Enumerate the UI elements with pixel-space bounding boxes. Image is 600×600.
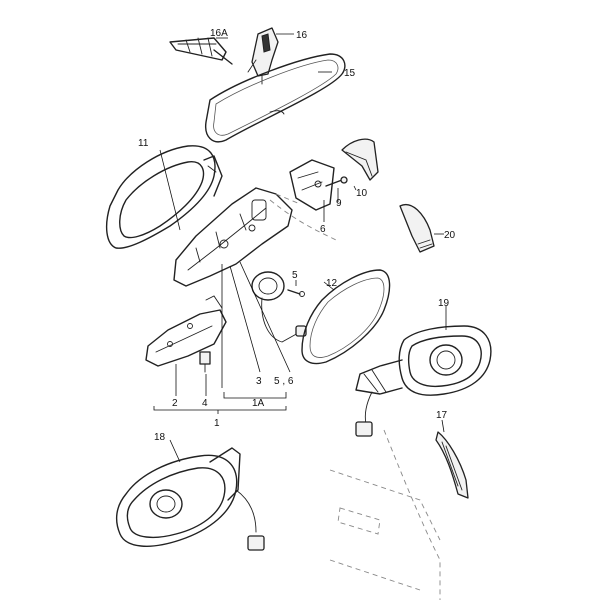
callout-1a: 1A (252, 398, 265, 409)
callout-9: 9 (336, 198, 342, 209)
callout-12: 12 (326, 278, 338, 289)
callout-18: 18 (154, 432, 166, 443)
part-12-mirror-glass (301, 269, 391, 365)
callout-5-6: 5 , 6 (274, 376, 294, 387)
callout-16: 16 (296, 30, 308, 41)
part-6-mounting-plate (289, 159, 335, 211)
part-4-clip (199, 351, 211, 373)
callout-labels: 16A 16 15 11 10 9 6 20 5 12 19 3 5 , 6 2… (138, 28, 456, 443)
callout-16a: 16A (210, 28, 228, 39)
callout-1: 1 (214, 418, 220, 429)
part-2-lower-cover (145, 295, 227, 367)
callout-3: 3 (256, 376, 262, 387)
callout-6: 6 (320, 224, 326, 235)
callout-17: 17 (436, 410, 448, 421)
part-20-cover-cap (399, 204, 435, 253)
part-16-mirror-mount (247, 27, 279, 85)
part-5-motor-unit (251, 271, 307, 343)
callout-2: 2 (172, 398, 178, 409)
door-outline (329, 429, 441, 600)
part-18-mirror-assembly (115, 447, 265, 551)
part-9-screw (325, 176, 348, 187)
part-15-interior-mirror (205, 53, 346, 143)
part-19-mirror-assembly (355, 325, 492, 437)
part-3-mirror-adjuster-frame (173, 187, 337, 287)
callout-20: 20 (444, 230, 456, 241)
callout-15: 15 (344, 68, 356, 79)
part-16a-wiring-clip (169, 37, 233, 65)
callout-10: 10 (356, 188, 368, 199)
callout-19: 19 (438, 298, 450, 309)
part-17-trim-strip (435, 431, 469, 499)
callout-11: 11 (138, 138, 149, 149)
callout-4: 4 (202, 398, 208, 409)
part-11-mirror-housing (105, 145, 223, 249)
leader-lines (153, 33, 447, 463)
callout-5: 5 (292, 270, 298, 281)
part-10-corner-trim (341, 138, 379, 181)
